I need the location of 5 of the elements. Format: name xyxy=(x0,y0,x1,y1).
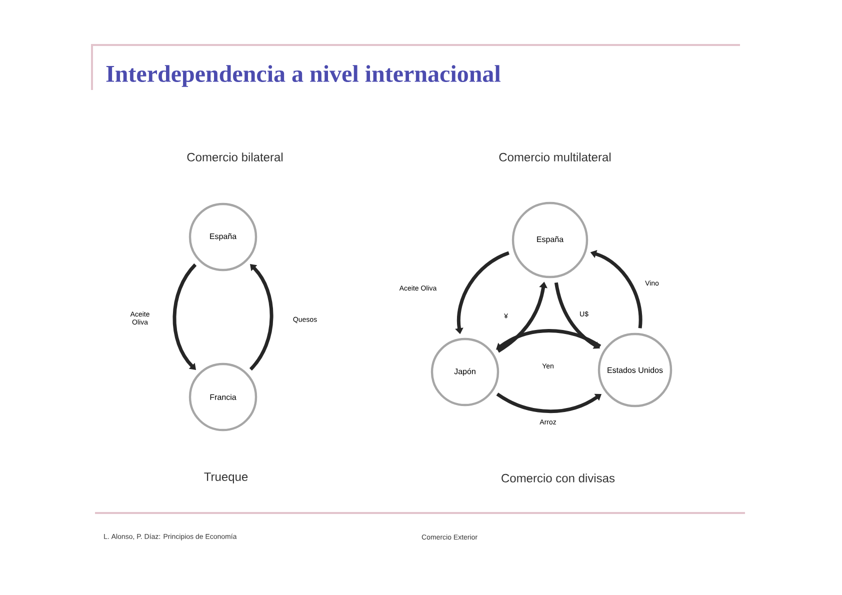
section-label: Comercio multilateral xyxy=(499,152,611,162)
section-label: Comercio con divisas xyxy=(502,474,615,482)
section-label: Trueque xyxy=(204,472,248,484)
slide-title: Interdependencia a nivel internacional xyxy=(106,65,500,87)
section-label: Comercio bilateral xyxy=(187,152,283,162)
